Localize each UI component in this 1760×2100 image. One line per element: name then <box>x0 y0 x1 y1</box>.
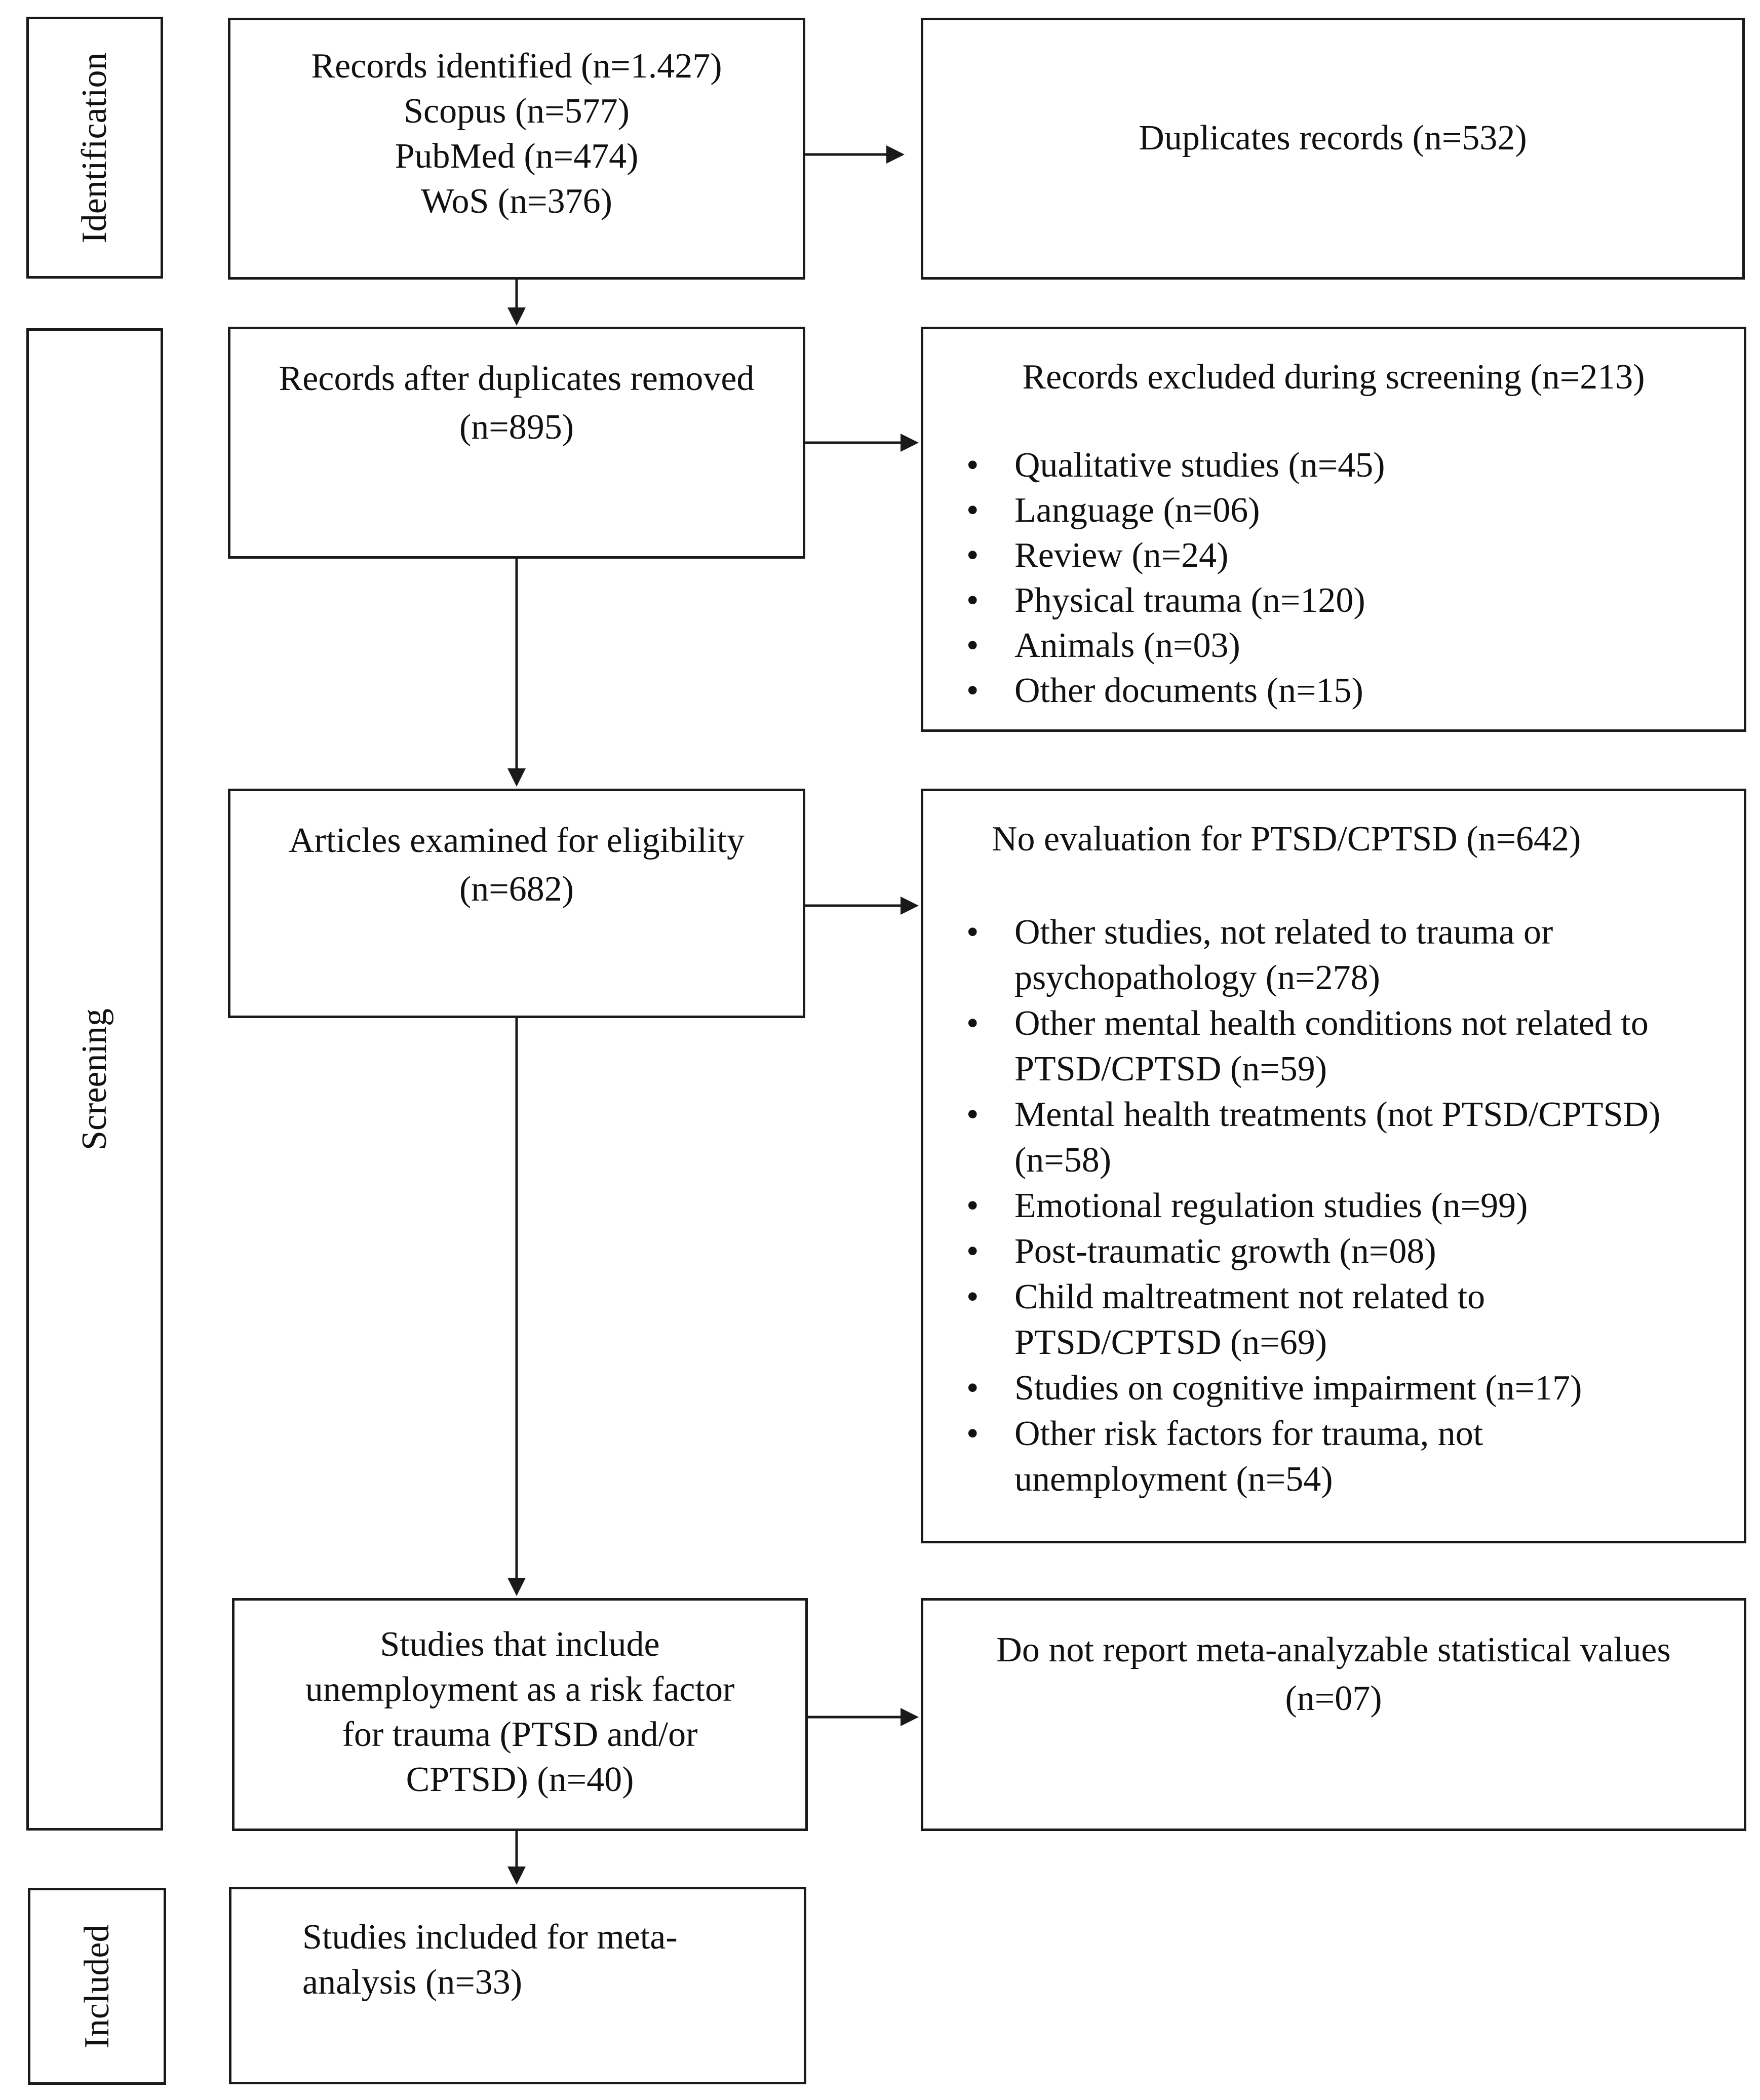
unemployment-box: Studies that include unemployment as a r… <box>232 1598 808 1831</box>
unemployment-line-2: unemployment as a risk factor <box>305 1670 735 1709</box>
arrowhead-right <box>901 897 919 915</box>
included-box: Studies included for meta- analysis (n=3… <box>229 1887 806 2084</box>
list-item: Animals (n=03) <box>923 623 1744 668</box>
after-duplicates-count: (n=895) <box>459 408 574 447</box>
arrowhead-down <box>507 1866 526 1885</box>
not-report-title: Do not report meta-analyzable statistica… <box>996 1630 1671 1669</box>
list-item: Other studies, not related to trauma or … <box>923 910 1744 1001</box>
duplicates-box: Duplicates records (n=532) <box>921 18 1745 280</box>
list-item: Studies on cognitive impairment (n=17) <box>923 1366 1744 1411</box>
excluded-screening-list: Qualitative studies (n=45) Language (n=0… <box>923 443 1744 713</box>
list-item: Mental health treatments (not PTSD/CPTSD… <box>923 1092 1744 1183</box>
eligibility-title: Articles examined for eligibility <box>288 821 745 860</box>
list-item: Other documents (n=15) <box>923 668 1744 713</box>
not-report-box: Do not report meta-analyzable statistica… <box>921 1598 1746 1831</box>
eligibility-count: (n=682) <box>459 870 574 909</box>
excluded-screening-title: Records excluded during screening (n=213… <box>1022 358 1645 397</box>
list-item: Physical trauma (n=120) <box>923 578 1744 623</box>
records-identified-pubmed: PubMed (n=474) <box>395 137 639 176</box>
arrowhead-right <box>901 434 919 452</box>
after-duplicates-title: Records after duplicates removed <box>279 359 755 398</box>
arrowhead-down <box>507 1578 526 1596</box>
list-item: Review (n=24) <box>923 533 1744 578</box>
records-identified-box: Records identified (n=1.427) Scopus (n=5… <box>228 18 805 280</box>
included-line-1: Studies included for meta- <box>302 1918 678 1957</box>
unemployment-line-1: Studies that include <box>380 1625 660 1664</box>
after-duplicates-box: Records after duplicates removed (n=895) <box>228 327 805 559</box>
no-evaluation-title: No evaluation for PTSD/CPTSD (n=642) <box>992 820 1581 859</box>
list-item: Other mental health conditions not relat… <box>923 1001 1744 1092</box>
records-identified-wos: WoS (n=376) <box>421 182 612 221</box>
records-identified-scopus: Scopus (n=577) <box>404 92 630 131</box>
stage-included: Included <box>28 1888 166 2085</box>
list-item: Post-traumatic growth (n=08) <box>923 1229 1744 1274</box>
included-line-2: analysis (n=33) <box>302 1963 523 2002</box>
no-evaluation-box: No evaluation for PTSD/CPTSD (n=642) Oth… <box>921 789 1746 1543</box>
records-identified-total: Records identified (n=1.427) <box>311 47 722 86</box>
stage-screening: Screening <box>26 328 163 1831</box>
duplicates-text: Duplicates records (n=532) <box>1139 119 1527 158</box>
arrowhead-right <box>886 145 905 164</box>
list-item: Emotional regulation studies (n=99) <box>923 1183 1744 1229</box>
arrowhead-right <box>901 1708 919 1726</box>
arrowhead-down <box>507 307 526 326</box>
eligibility-box: Articles examined for eligibility (n=682… <box>228 789 805 1018</box>
list-item: Qualitative studies (n=45) <box>923 443 1744 488</box>
excluded-screening-box: Records excluded during screening (n=213… <box>921 327 1746 732</box>
list-item: Other risk factors for trauma, not unemp… <box>923 1411 1744 1502</box>
arrowhead-down <box>507 768 526 787</box>
unemployment-line-4: CPTSD) (n=40) <box>406 1760 634 1799</box>
not-report-count: (n=07) <box>1285 1679 1382 1718</box>
stage-identification: Identification <box>26 17 163 279</box>
no-evaluation-list: Other studies, not related to trauma or … <box>923 910 1744 1502</box>
list-item: Language (n=06) <box>923 488 1744 533</box>
list-item: Child maltreatment not related to PTSD/C… <box>923 1274 1744 1366</box>
unemployment-line-3: for trauma (PTSD and/or <box>342 1715 698 1754</box>
